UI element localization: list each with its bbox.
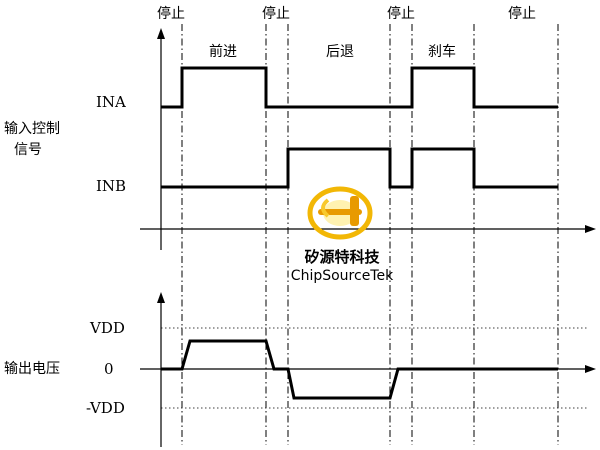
phase-label-stop-2: 停止 [262,5,290,22]
inb-waveform [161,147,558,189]
phase-label-stop-4: 停止 [508,5,536,22]
input-signal-group-label-line1: 输入控制 [4,121,60,137]
output-voltage-label: 输出电压 [4,361,60,377]
lower-x-axis-arrow [585,365,596,373]
vdd-label: VDD [89,319,125,337]
phase-label-forward: 前进 [209,43,237,60]
ina-label: INA [96,93,126,111]
cst-logo-icon [307,186,373,240]
phase-label-brake: 刹车 [428,43,456,60]
zero-label: 0 [104,360,114,378]
output-voltage-waveform [161,339,558,400]
phase-label-stop-1: 停止 [157,5,185,22]
ina-waveform [161,66,558,109]
input-signal-group-label-line2: 信号 [14,142,42,158]
phase-label-backward: 后退 [326,44,354,60]
neg-vdd-label: -VDD [86,399,125,417]
watermark-company-name-cn: 矽源特科技 [304,248,380,266]
lower-y-axis-arrow [157,292,165,303]
phase-label-stop-3: 停止 [387,5,415,22]
upper-x-axis-arrow [585,225,596,233]
watermark-company-name-en: ChipSourceTek [291,268,394,284]
inb-label: INB [96,177,126,195]
upper-y-axis-arrow [157,28,165,39]
